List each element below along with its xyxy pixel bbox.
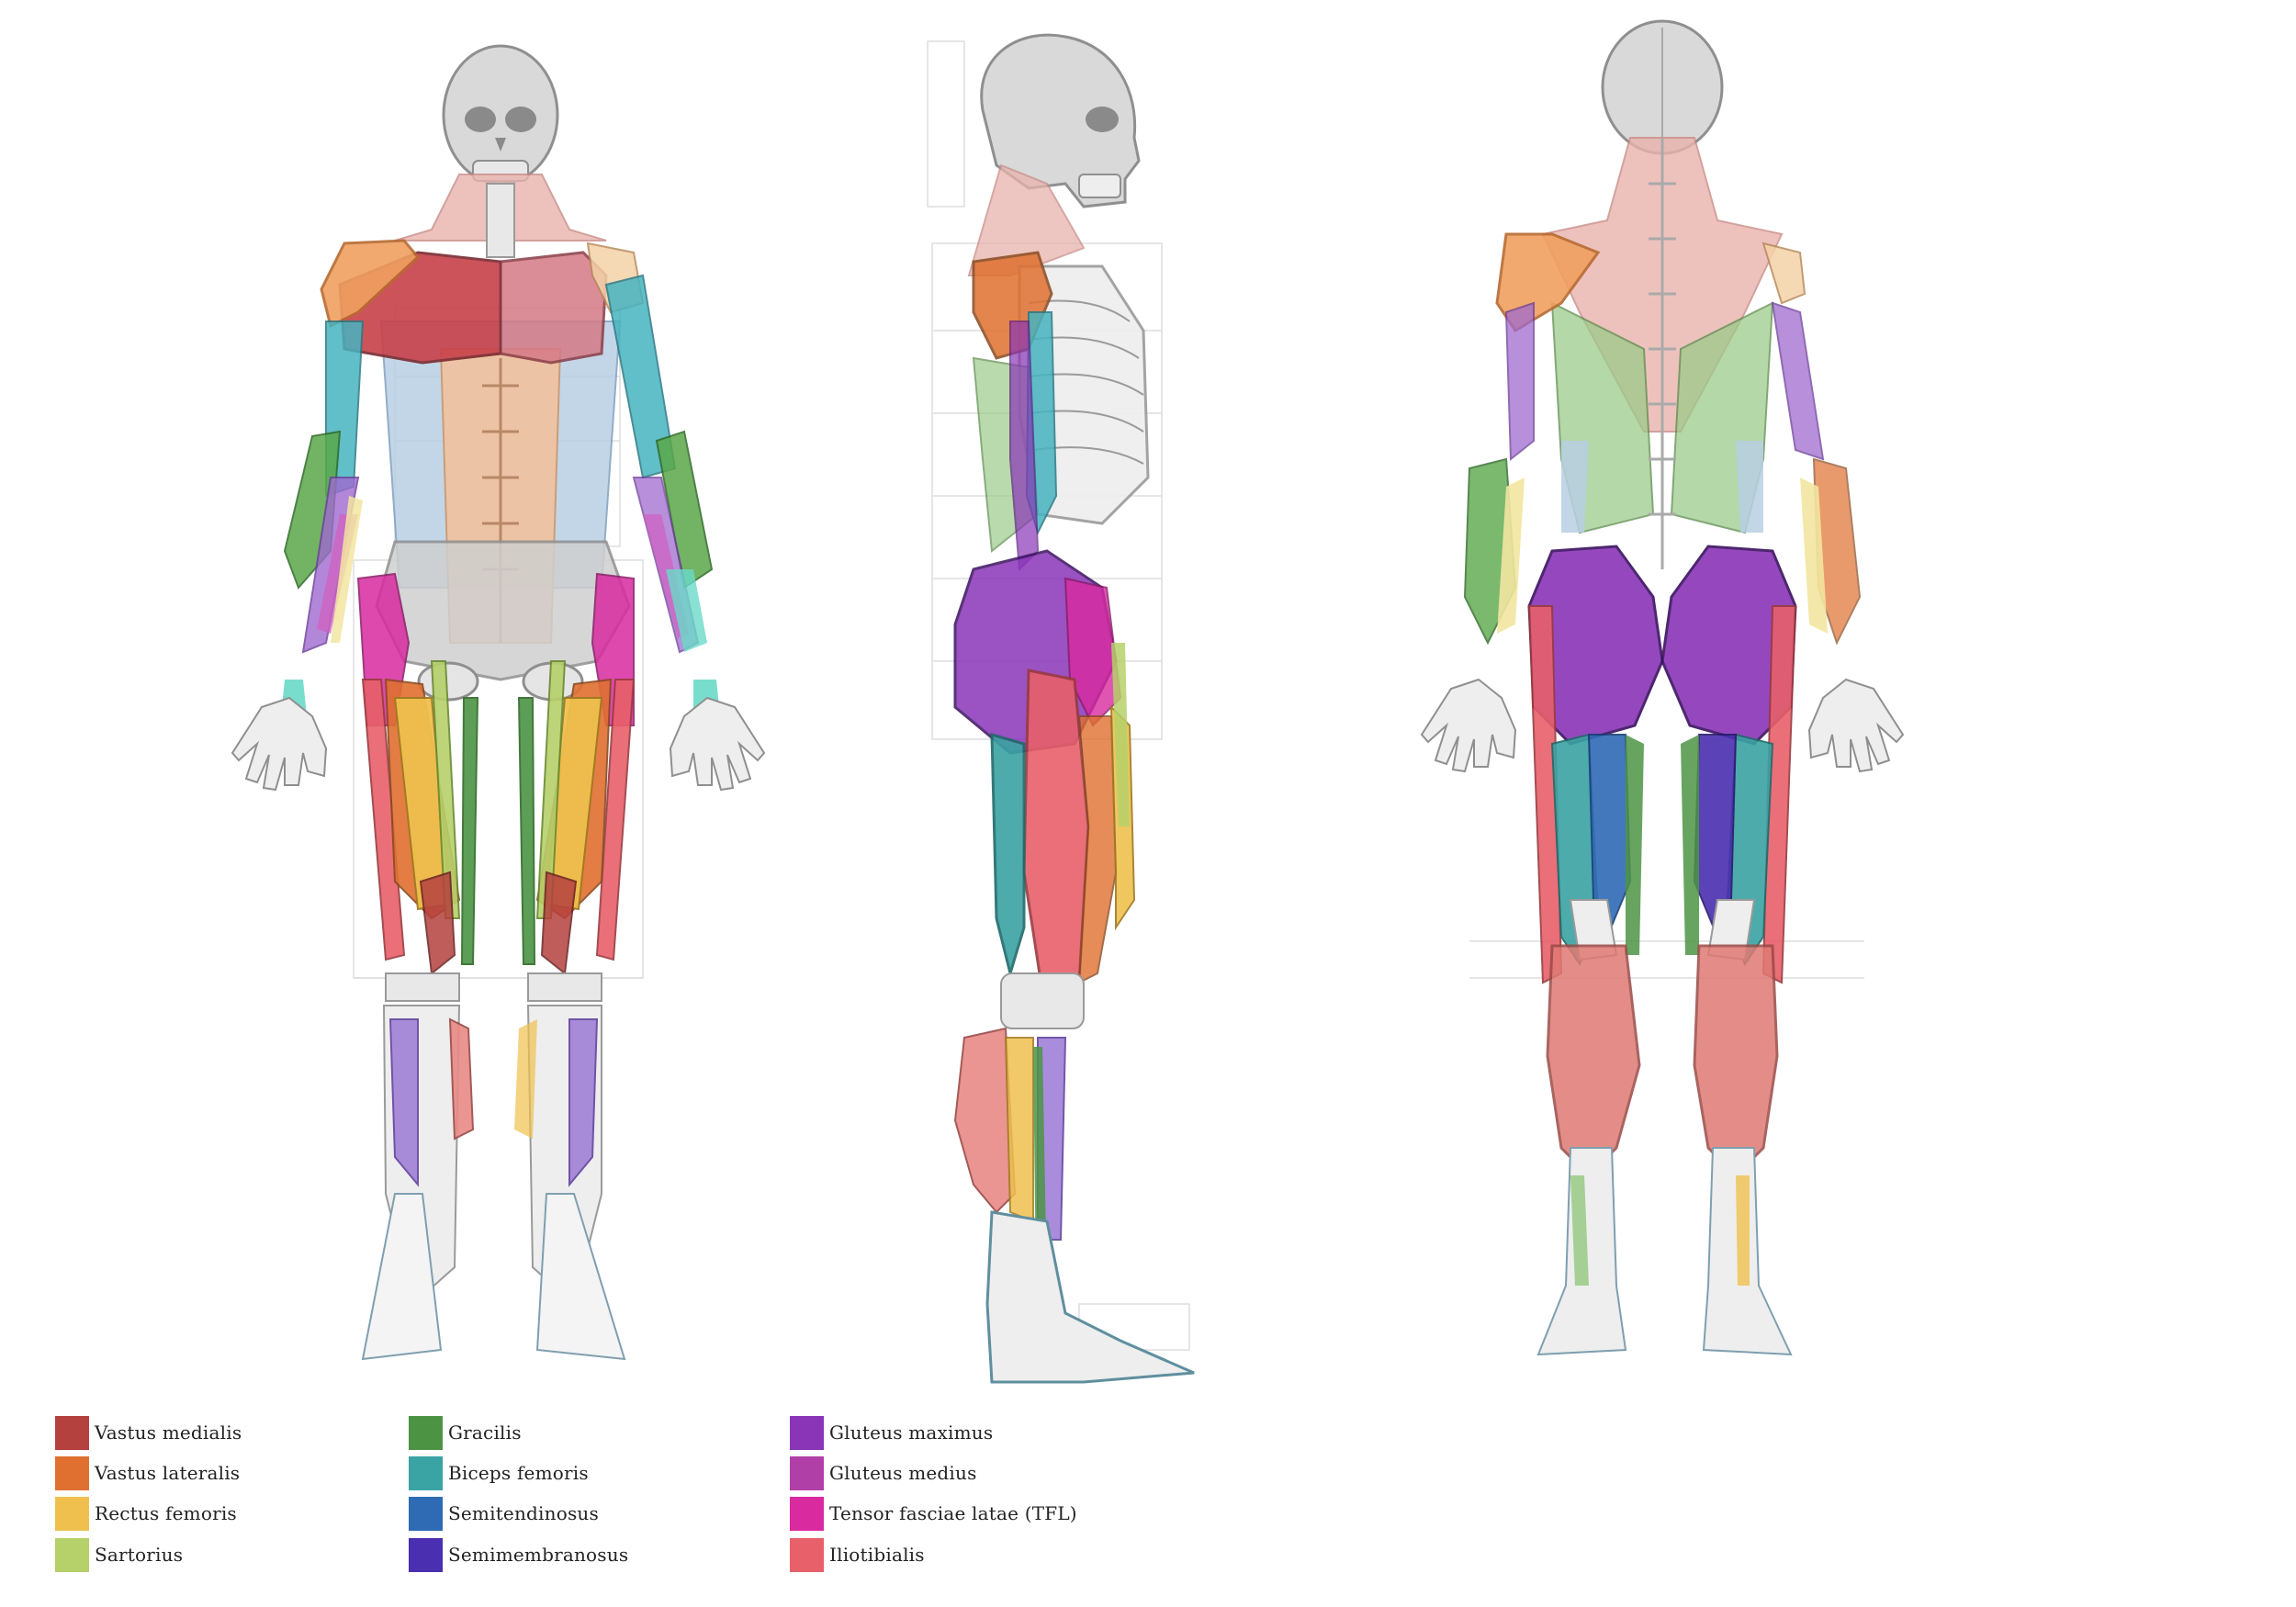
anatomy-figures <box>231 19 1904 1384</box>
legend-swatch <box>55 1537 89 1572</box>
side-neck <box>967 163 1086 276</box>
back-view-figure <box>1421 19 1904 1356</box>
legend-label: Tensor fasciae latae (TFL) <box>829 1502 1077 1524</box>
back-calf-right <box>1546 944 1641 1178</box>
back-skull <box>1601 19 1724 155</box>
front-deltoid-right <box>320 239 421 329</box>
legend-item: Vastus lateralis <box>55 1455 240 1491</box>
front-thigh-left <box>517 572 636 975</box>
legend-item: Biceps femoris <box>409 1455 589 1491</box>
legend-item: Gluteus maximus <box>790 1414 993 1451</box>
side-skull <box>980 33 1141 208</box>
legend-item: Gluteus medius <box>790 1455 977 1491</box>
back-shin-yellow-left <box>1736 1175 1750 1286</box>
legend-label: Biceps femoris <box>448 1462 589 1484</box>
side-biceps-femoris <box>990 732 1026 979</box>
legend-item: Iliotibialis <box>790 1536 925 1573</box>
legend-item: Semimembranosus <box>409 1536 628 1573</box>
front-forearm-teal-left <box>666 569 707 652</box>
front-knee-right <box>385 972 460 1002</box>
legend-item: Rectus femoris <box>55 1495 237 1532</box>
front-forearm-yellow-right <box>331 496 363 643</box>
front-thigh-right <box>356 572 479 975</box>
back-oblique-left <box>1736 441 1763 533</box>
legend-item: Sartorius <box>55 1536 183 1573</box>
legend-label: Gluteus medius <box>829 1462 977 1484</box>
front-hand-left <box>670 697 765 791</box>
legend-swatch <box>55 1455 89 1490</box>
back-hamstrings-right <box>1527 605 1644 984</box>
legend-item: Semitendinosus <box>409 1495 599 1532</box>
side-gracilis <box>1111 643 1130 826</box>
back-hand-left <box>1808 679 1904 772</box>
legend-label: Iliotibialis <box>829 1544 925 1566</box>
legend-swatch <box>409 1415 443 1450</box>
back-forearm-yellow-right <box>1497 478 1525 634</box>
legend-item: Gracilis <box>409 1414 522 1451</box>
legend-swatch <box>790 1496 824 1531</box>
legend-label: Gracilis <box>448 1422 522 1444</box>
back-oblique-right <box>1561 441 1589 533</box>
legend-label: Sartorius <box>95 1544 184 1566</box>
back-arm-purple-right <box>1504 301 1535 462</box>
back-hand-right <box>1421 679 1516 772</box>
side-knee <box>1000 972 1085 1029</box>
front-hand-right <box>231 697 327 791</box>
back-guide-grid <box>1469 940 1864 979</box>
back-shin-green-right <box>1570 1175 1589 1286</box>
side-tfl <box>1064 577 1122 727</box>
legend-swatch <box>790 1537 824 1572</box>
front-skull <box>442 44 559 185</box>
side-shin-yellow <box>1004 1037 1034 1223</box>
legend-label: Semitendinosus <box>448 1502 599 1524</box>
side-view-figure <box>927 33 1195 1384</box>
legend-label: Gluteus maximus <box>829 1422 994 1444</box>
legend-label: Vastus lateralis <box>95 1462 241 1484</box>
back-forearm-yellow-left <box>1800 478 1828 634</box>
front-view-figure <box>231 44 765 1361</box>
legend-label: Rectus femoris <box>95 1502 237 1524</box>
front-knee-left <box>527 972 602 1002</box>
legend-swatch <box>55 1496 89 1531</box>
legend-swatch <box>790 1415 824 1450</box>
legend-swatch <box>55 1415 89 1450</box>
legend-swatch <box>790 1455 824 1490</box>
back-arm-purple-left <box>1771 301 1825 461</box>
front-lower-leg-left <box>514 1005 626 1361</box>
legend-swatch <box>409 1496 443 1531</box>
legend-label: Vastus medialis <box>95 1422 242 1444</box>
back-spine <box>1649 138 1676 569</box>
side-foot <box>985 1210 1195 1384</box>
front-pectoral-left <box>499 251 608 365</box>
front-lower-leg-right <box>361 1005 475 1361</box>
legend-swatch <box>409 1455 443 1490</box>
front-pelvis <box>375 540 631 681</box>
legend-item: Vastus medialis <box>55 1414 242 1451</box>
front-spine-neck <box>486 183 515 258</box>
back-calf-left <box>1693 944 1779 1178</box>
legend-swatch <box>409 1537 443 1572</box>
front-pelvis-hole-right <box>417 661 479 702</box>
back-deltoid-left <box>1761 242 1806 305</box>
legend-item: Tensor fasciae latae (TFL) <box>790 1495 1077 1532</box>
legend-label: Semimembranosus <box>448 1544 629 1566</box>
